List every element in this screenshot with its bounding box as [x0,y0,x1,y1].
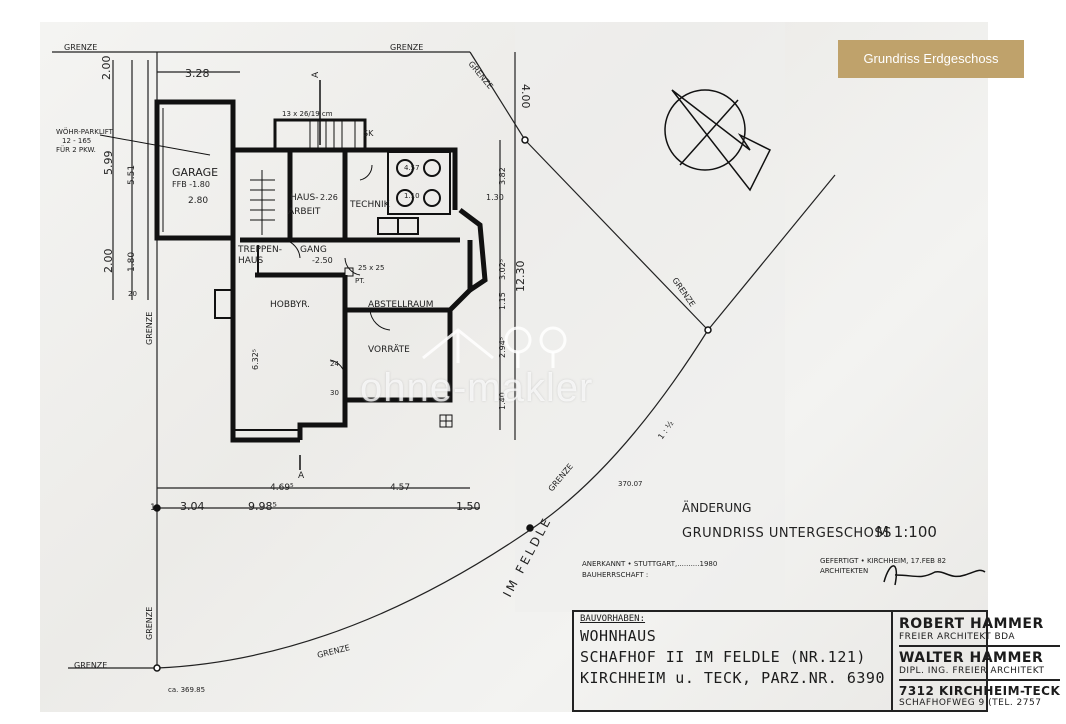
anerkannt: ANERKANNT • STUTTGART,..........1980 [582,560,717,568]
dim-12-30: 12.30 [514,261,527,293]
title-block: BAUVORHABEN: WOHNHAUS SCHAFHOF II IM FEL… [572,610,1061,712]
label-pt: PT. [355,277,365,285]
dim-9-98: 9.98⁵ [248,500,277,513]
label-25x25: 25 x 25 [358,264,384,272]
parklift-line-2: 12 - 165 [62,137,91,145]
section-a-bottom: A [298,471,305,481]
dim-2-26: 2.26 [320,193,338,202]
watermark-text: ohne-makler [360,366,594,410]
plan-title-badge: Grundriss Erdgeschoss [838,40,1024,78]
room-hausarbeit-2: ARBEIT [288,207,321,217]
room-hobby: HOBBYR. [270,300,310,310]
project-line-3: KIRCHHEIM u. TECK, PARZ.NR. 6390 [580,669,885,687]
label-stairs: 13 x 26/19 cm [282,110,333,118]
dim-2-00b: 2.00 [102,249,115,274]
dim-1-50: 1.50 [456,500,481,513]
heading-scale: M 1:100 [876,523,937,541]
room-treppenhaus-2: HAUS [238,256,264,266]
plan-sheet [40,22,988,712]
project-line-1: WOHNHAUS [580,627,657,645]
project-label: BAUVORHABEN: [580,614,646,624]
heading-line-1: ÄNDERUNG [682,500,751,515]
dim-1-30: 1.30 [486,193,504,202]
dim-24: 24 [330,360,339,368]
architekten: ARCHITEKTEN [820,567,868,575]
pt-marker [344,267,354,277]
room-treppenhaus-1: TREPPEN- [237,245,282,255]
dim-1: 1 [150,503,156,513]
grenze-left-lower: GRENZE [145,607,154,640]
garage-level: FFB -1.80 [172,180,210,189]
room-technik: TECHNIK [349,200,391,210]
dim-3-82: 3.82 [498,167,507,185]
dim-3-02: 3.02⁵ [498,259,507,280]
grenze-top-left: GRENZE [64,43,97,52]
grenze-top: GRENZE [390,43,423,52]
dim-1-40: 1.40 [498,392,507,410]
level-370: 370.07 [618,480,643,488]
room-hausarbeit-1: HAUS- [290,193,318,203]
architect-2: WALTER HAMMER [898,650,1044,666]
architect-city: 7312 KIRCHHEIM-TECK [898,684,1061,698]
section-a-top: A [311,71,321,78]
dim-1-15: 1.15 [498,292,507,310]
dim-2-00: 2.00 [100,56,113,81]
dim-1-10: 1.10 [404,192,420,200]
label-sk: SK [363,129,374,138]
grenze-bottom: GRENZE [316,643,351,660]
parklift-line-3: FÜR 2 PKW. [56,145,96,154]
project-info: BAUVORHABEN: WOHNHAUS SCHAFHOF II IM FEL… [574,612,893,710]
architect-street: SCHAFHOFWEG 9 (TEL. 2757 [898,698,1042,708]
dim-20: 20 [128,290,137,298]
architect-1-title: FREIER ARCHITEKT BDA [898,632,1061,647]
dim-3-28: 3.28 [185,67,210,80]
dim-4-69: 4.69⁵ [270,483,294,493]
parklift-line-1: WÖHR-PARKLIFT [56,127,114,136]
grenze-bottom-left: GRENZE [74,661,107,670]
room-abstellraum: ABSTELLRAUM [368,300,434,310]
architect-2-title: DIPL. ING. FREIER ARCHITEKT [898,666,1061,681]
architect-signature [883,565,986,586]
dim-4-57b: 4.57 [404,164,420,172]
grenze-left: GRENZE [145,312,154,345]
room-garage: GARAGE [172,166,218,179]
room-vorraete: VORRÄTE [368,344,410,355]
dim-2-80: 2.80 [188,196,208,206]
gang-level: -2.50 [312,256,333,265]
gefertigt: GEFERTIGT • KIRCHHEIM, 17.FEB 82 [820,557,946,565]
floor-plan-drawing: GRENZE GRENZE GRENZE GRENZE GRENZE GRENZ… [52,22,986,694]
dim-4-00: 4.00 [519,84,532,109]
dim-1-80: 1.80 [127,252,137,272]
dim-4-57: 4.57 [390,483,410,493]
dim-6-32: 6.32⁵ [251,349,260,370]
dim-5-51: 5.51 [127,165,137,185]
project-line-2: SCHAFHOF II IM FELDLE (NR.121) [580,648,866,666]
room-gang: GANG [300,245,327,255]
dim-3-04: 3.04 [180,500,205,513]
watermark-house-icon [422,326,567,368]
architect-info: ROBERT HAMMER FREIER ARCHITEKT BDA WALTE… [893,612,1066,710]
dim-5-99: 5.99 [102,151,115,176]
dim-2-94: 2.94⁵ [498,337,507,358]
level-369: ca. 369.85 [168,686,205,694]
heading-line-2: GRUNDRISS UNTERGESCHOSS [682,526,892,541]
grenze-diagonal: GRENZE [466,60,494,91]
bauherrschaft: BAUHERRSCHAFT : [582,571,648,579]
architect-1: ROBERT HAMMER [898,616,1044,632]
dim-30: 30 [330,389,339,397]
